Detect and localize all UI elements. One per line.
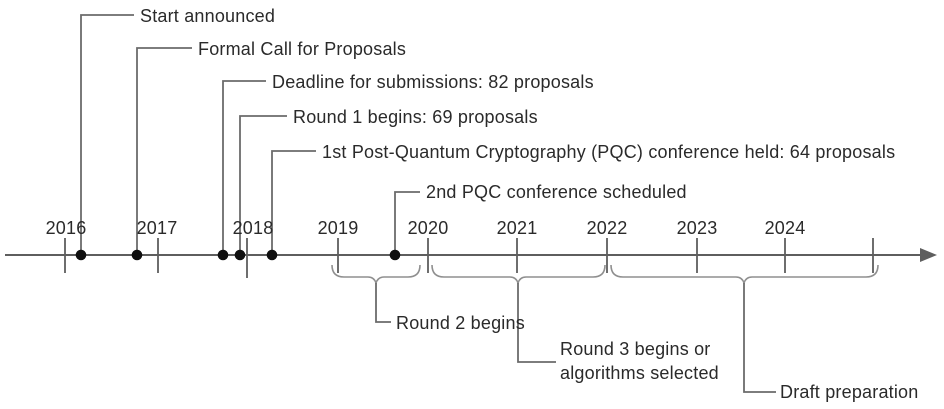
year-label-2016: 2016 bbox=[45, 218, 87, 238]
event-dot bbox=[389, 249, 401, 261]
axis-arrowhead-icon bbox=[920, 248, 937, 262]
year-label-2023: 2023 bbox=[676, 218, 718, 238]
connector-round2 bbox=[375, 283, 391, 323]
year-label-2022: 2022 bbox=[586, 218, 628, 238]
connector-second-conference bbox=[394, 191, 420, 255]
brace-round2-period bbox=[331, 264, 421, 286]
year-label-2024: 2024 bbox=[764, 218, 806, 238]
event-label-round1: Round 1 begins: 69 proposals bbox=[293, 107, 538, 127]
year-label-2019: 2019 bbox=[317, 218, 359, 238]
year-label-2021: 2021 bbox=[496, 218, 538, 238]
connector-round3 bbox=[517, 283, 556, 363]
event-label-round3: Round 3 begins or algorithms selected bbox=[560, 337, 719, 385]
period-braces bbox=[331, 264, 879, 286]
connector-deadline bbox=[222, 80, 266, 255]
event-connectors-below bbox=[375, 283, 776, 393]
year-label-2018: 2018 bbox=[232, 218, 274, 238]
event-label-draft-preparation: Draft preparation bbox=[780, 382, 919, 402]
event-label-second-pqc-conference: 2nd PQC conference scheduled bbox=[426, 182, 687, 202]
event-label-round3-line1: Round 3 begins or bbox=[560, 339, 711, 359]
event-label-first-pqc-conference: 1st Post-Quantum Cryptography (PQC) conf… bbox=[322, 142, 896, 162]
connector-first-conference bbox=[271, 150, 316, 255]
brace-round3-period bbox=[431, 264, 606, 286]
event-dot bbox=[131, 249, 143, 261]
event-label-deadline: Deadline for submissions: 82 proposals bbox=[272, 72, 594, 92]
connector-round1 bbox=[239, 115, 287, 255]
event-dot bbox=[217, 249, 229, 261]
brace-draft-period bbox=[610, 264, 879, 286]
year-ticks bbox=[64, 238, 874, 278]
event-label-round3-line2: algorithms selected bbox=[560, 363, 719, 383]
connector-formal-call bbox=[136, 47, 192, 255]
connector-start-announced bbox=[80, 14, 134, 255]
event-dot bbox=[234, 249, 246, 261]
event-label-formal-call: Formal Call for Proposals bbox=[198, 39, 407, 59]
event-dot bbox=[266, 249, 278, 261]
year-label-2017: 2017 bbox=[136, 218, 178, 238]
event-label-start-announced: Start announced bbox=[140, 6, 276, 26]
connector-draft-preparation bbox=[743, 283, 776, 393]
event-dots bbox=[75, 249, 401, 261]
event-connectors-above bbox=[80, 14, 420, 255]
year-label-2020: 2020 bbox=[407, 218, 449, 238]
event-dot bbox=[75, 249, 87, 261]
event-label-round2: Round 2 begins bbox=[396, 313, 525, 333]
